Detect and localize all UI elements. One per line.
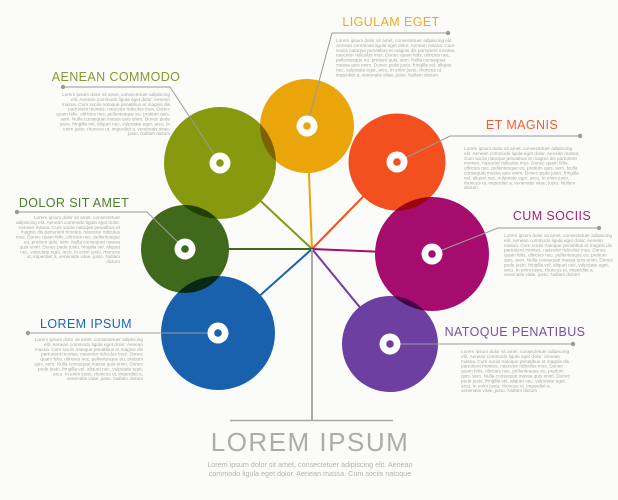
dot-ligulam-eget — [445, 30, 451, 36]
label-aenean-commodo: AENEAN COMMODO — [51, 70, 181, 84]
description-cum-sociis: Lorem ipsum dolor sit amet, consectetuer… — [504, 232, 613, 278]
donut-hole-et-magnis — [393, 158, 401, 166]
description-natoque-penatibus: Lorem ipsum dolor sit amet, consectetuer… — [461, 348, 570, 394]
label-natoque-penatibus: NATOQUE PENATIBUS — [444, 325, 586, 339]
description-dolor-sit-amet: Lorem ipsum dolor sit amet, consectetuer… — [15, 214, 120, 265]
description-ligulam-eget: Lorem ipsum dolor sit amet, consectetuer… — [336, 37, 456, 78]
donut-hole-cum-sociis — [428, 250, 436, 258]
donut-hole-aenean-commodo — [216, 159, 224, 167]
description-aenean-commodo: Lorem ipsum dolor sit amet, consectetuer… — [56, 91, 170, 137]
dot-natoque-penatibus — [570, 341, 576, 347]
donut-hole-ligulam-eget — [303, 122, 311, 130]
main-title: LOREM IPSUM — [210, 427, 410, 457]
dot-aenean-commodo — [60, 84, 66, 90]
donut-hole-dolor-sit-amet — [181, 245, 189, 253]
description-et-magnis: Lorem ipsum dolor sit amet, consectetuer… — [464, 145, 580, 191]
dot-et-magnis — [577, 133, 583, 139]
radial-lines — [185, 125, 433, 422]
leader-dots — [14, 30, 602, 347]
label-dolor-sit-amet: DOLOR SIT AMET — [18, 196, 130, 210]
dot-dolor-sit-amet — [14, 209, 20, 215]
donut-hole-natoque-penatibus — [386, 340, 394, 348]
main-subtitle: Lorem ipsum dolor sit amet, consectetuer… — [207, 460, 413, 478]
leader-ligulam-eget — [306, 32, 448, 127]
description-lorem-ipsum: Lorem ipsum dolor sit amet, consectetuer… — [34, 336, 143, 382]
leader-et-magnis — [396, 135, 580, 163]
leader-cum-sociis — [431, 227, 599, 255]
leader-aenean-commodo — [63, 86, 221, 164]
label-ligulam-eget: LIGULAM EGET — [342, 15, 440, 29]
donut-hole-lorem-ipsum — [214, 329, 222, 337]
donut-hubs — [174, 115, 443, 355]
label-et-magnis: ET MAGNIS — [485, 118, 559, 132]
label-lorem-ipsum: LOREM IPSUM — [40, 317, 132, 331]
leader-lines — [17, 32, 599, 345]
dot-cum-sociis — [596, 225, 602, 231]
leader-dolor-sit-amet — [17, 211, 186, 250]
label-cum-sociis: CUM SOCIIS — [512, 209, 592, 223]
dot-lorem-ipsum — [25, 330, 31, 336]
